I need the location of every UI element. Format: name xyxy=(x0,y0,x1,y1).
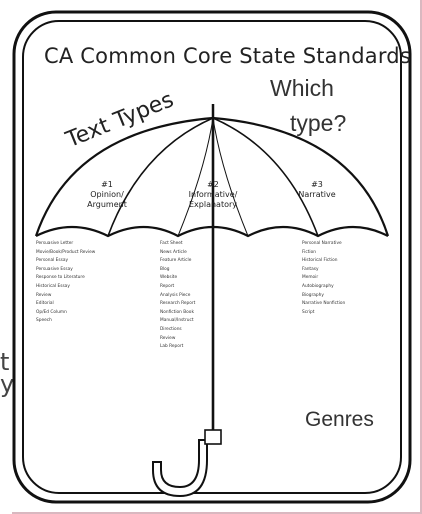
text-type-1-label: #1 Opinion/ Argument xyxy=(72,180,142,210)
edge-fragment-text: y xyxy=(0,370,15,398)
text-type-2-number: #2 xyxy=(207,180,219,189)
poster-inner-border xyxy=(22,20,402,494)
genre-item: Research Report xyxy=(160,301,196,307)
genre-item: Narrative Nonfiction xyxy=(302,301,346,307)
genre-list-informative: Fact Sheet News Article Feature Article … xyxy=(160,240,195,352)
genre-item: Manual/Instruct xyxy=(160,318,194,324)
genre-item: Website xyxy=(160,275,178,281)
genre-list-narrative: Personal Narrative Fiction Historical Fi… xyxy=(302,240,345,317)
genre-item: Review xyxy=(160,335,176,341)
poster-title: CA Common Core State Standards xyxy=(44,44,411,68)
genre-item: Movie/Book/Product Review xyxy=(36,249,96,255)
text-type-3-number: #3 xyxy=(311,180,323,189)
genre-item: Fiction xyxy=(302,249,316,255)
genre-item: Nonfiction Book xyxy=(160,309,194,315)
genre-item: Personal Essay xyxy=(36,258,68,264)
text-type-1-number: #1 xyxy=(101,180,113,189)
umbrella-handle xyxy=(152,439,208,498)
genre-item: Fantasy xyxy=(302,266,319,272)
genre-item: Directions xyxy=(160,326,182,332)
left-edge-strip xyxy=(0,0,12,514)
umbrella-rib-left xyxy=(107,117,214,237)
text-type-1-name: Opinion/ Argument xyxy=(87,190,127,209)
umbrella-rib-inner-left xyxy=(177,117,214,237)
genre-item: Biography xyxy=(302,292,324,298)
genre-item: Editorial xyxy=(36,301,54,307)
question-text-line1: Which xyxy=(270,75,334,101)
genre-item: Persuasive Essay xyxy=(36,266,73,272)
genre-item: Analysis Piece xyxy=(160,292,191,298)
genre-item: Autobiography xyxy=(302,283,334,289)
genre-item: Historical Fiction xyxy=(302,258,338,264)
edge-fragment-text: t xyxy=(0,348,10,376)
umbrella-handle-collar xyxy=(204,429,222,445)
genre-item: Review xyxy=(36,292,52,298)
genre-item: Feature Article xyxy=(160,258,192,264)
genre-item: Personal Narrative xyxy=(302,241,342,246)
genre-item: Blog xyxy=(160,266,170,272)
text-type-3-name: Narrative xyxy=(298,190,336,199)
genre-item: Persuasive Letter xyxy=(36,241,74,246)
genre-item: Fact Sheet xyxy=(160,241,183,246)
text-type-2-label: #2 Informative/ Explanatory xyxy=(175,180,251,210)
text-type-2-name: Informative/ Explanatory xyxy=(188,190,238,209)
genre-item: Historical Essay xyxy=(36,283,70,289)
umbrella-rib-right xyxy=(212,117,319,237)
genre-item: Response to Literature xyxy=(36,275,85,281)
genre-item: Lab Report xyxy=(160,344,184,350)
genre-item: News Article xyxy=(160,249,187,255)
genre-item: Report xyxy=(160,283,175,289)
genre-item: Memoir xyxy=(302,275,319,281)
genre-item: Speech xyxy=(36,318,52,324)
umbrella-rib-inner-right xyxy=(212,117,249,237)
genre-list-opinion: Persuasive Letter Movie/Book/Product Rev… xyxy=(36,240,95,326)
genre-item: Op/Ed Column xyxy=(36,309,67,315)
genres-footer: Genres xyxy=(305,408,374,431)
question-text-line2: type? xyxy=(290,110,347,136)
text-type-3-label: #3 Narrative xyxy=(282,180,352,200)
genre-item: Script xyxy=(302,309,315,315)
